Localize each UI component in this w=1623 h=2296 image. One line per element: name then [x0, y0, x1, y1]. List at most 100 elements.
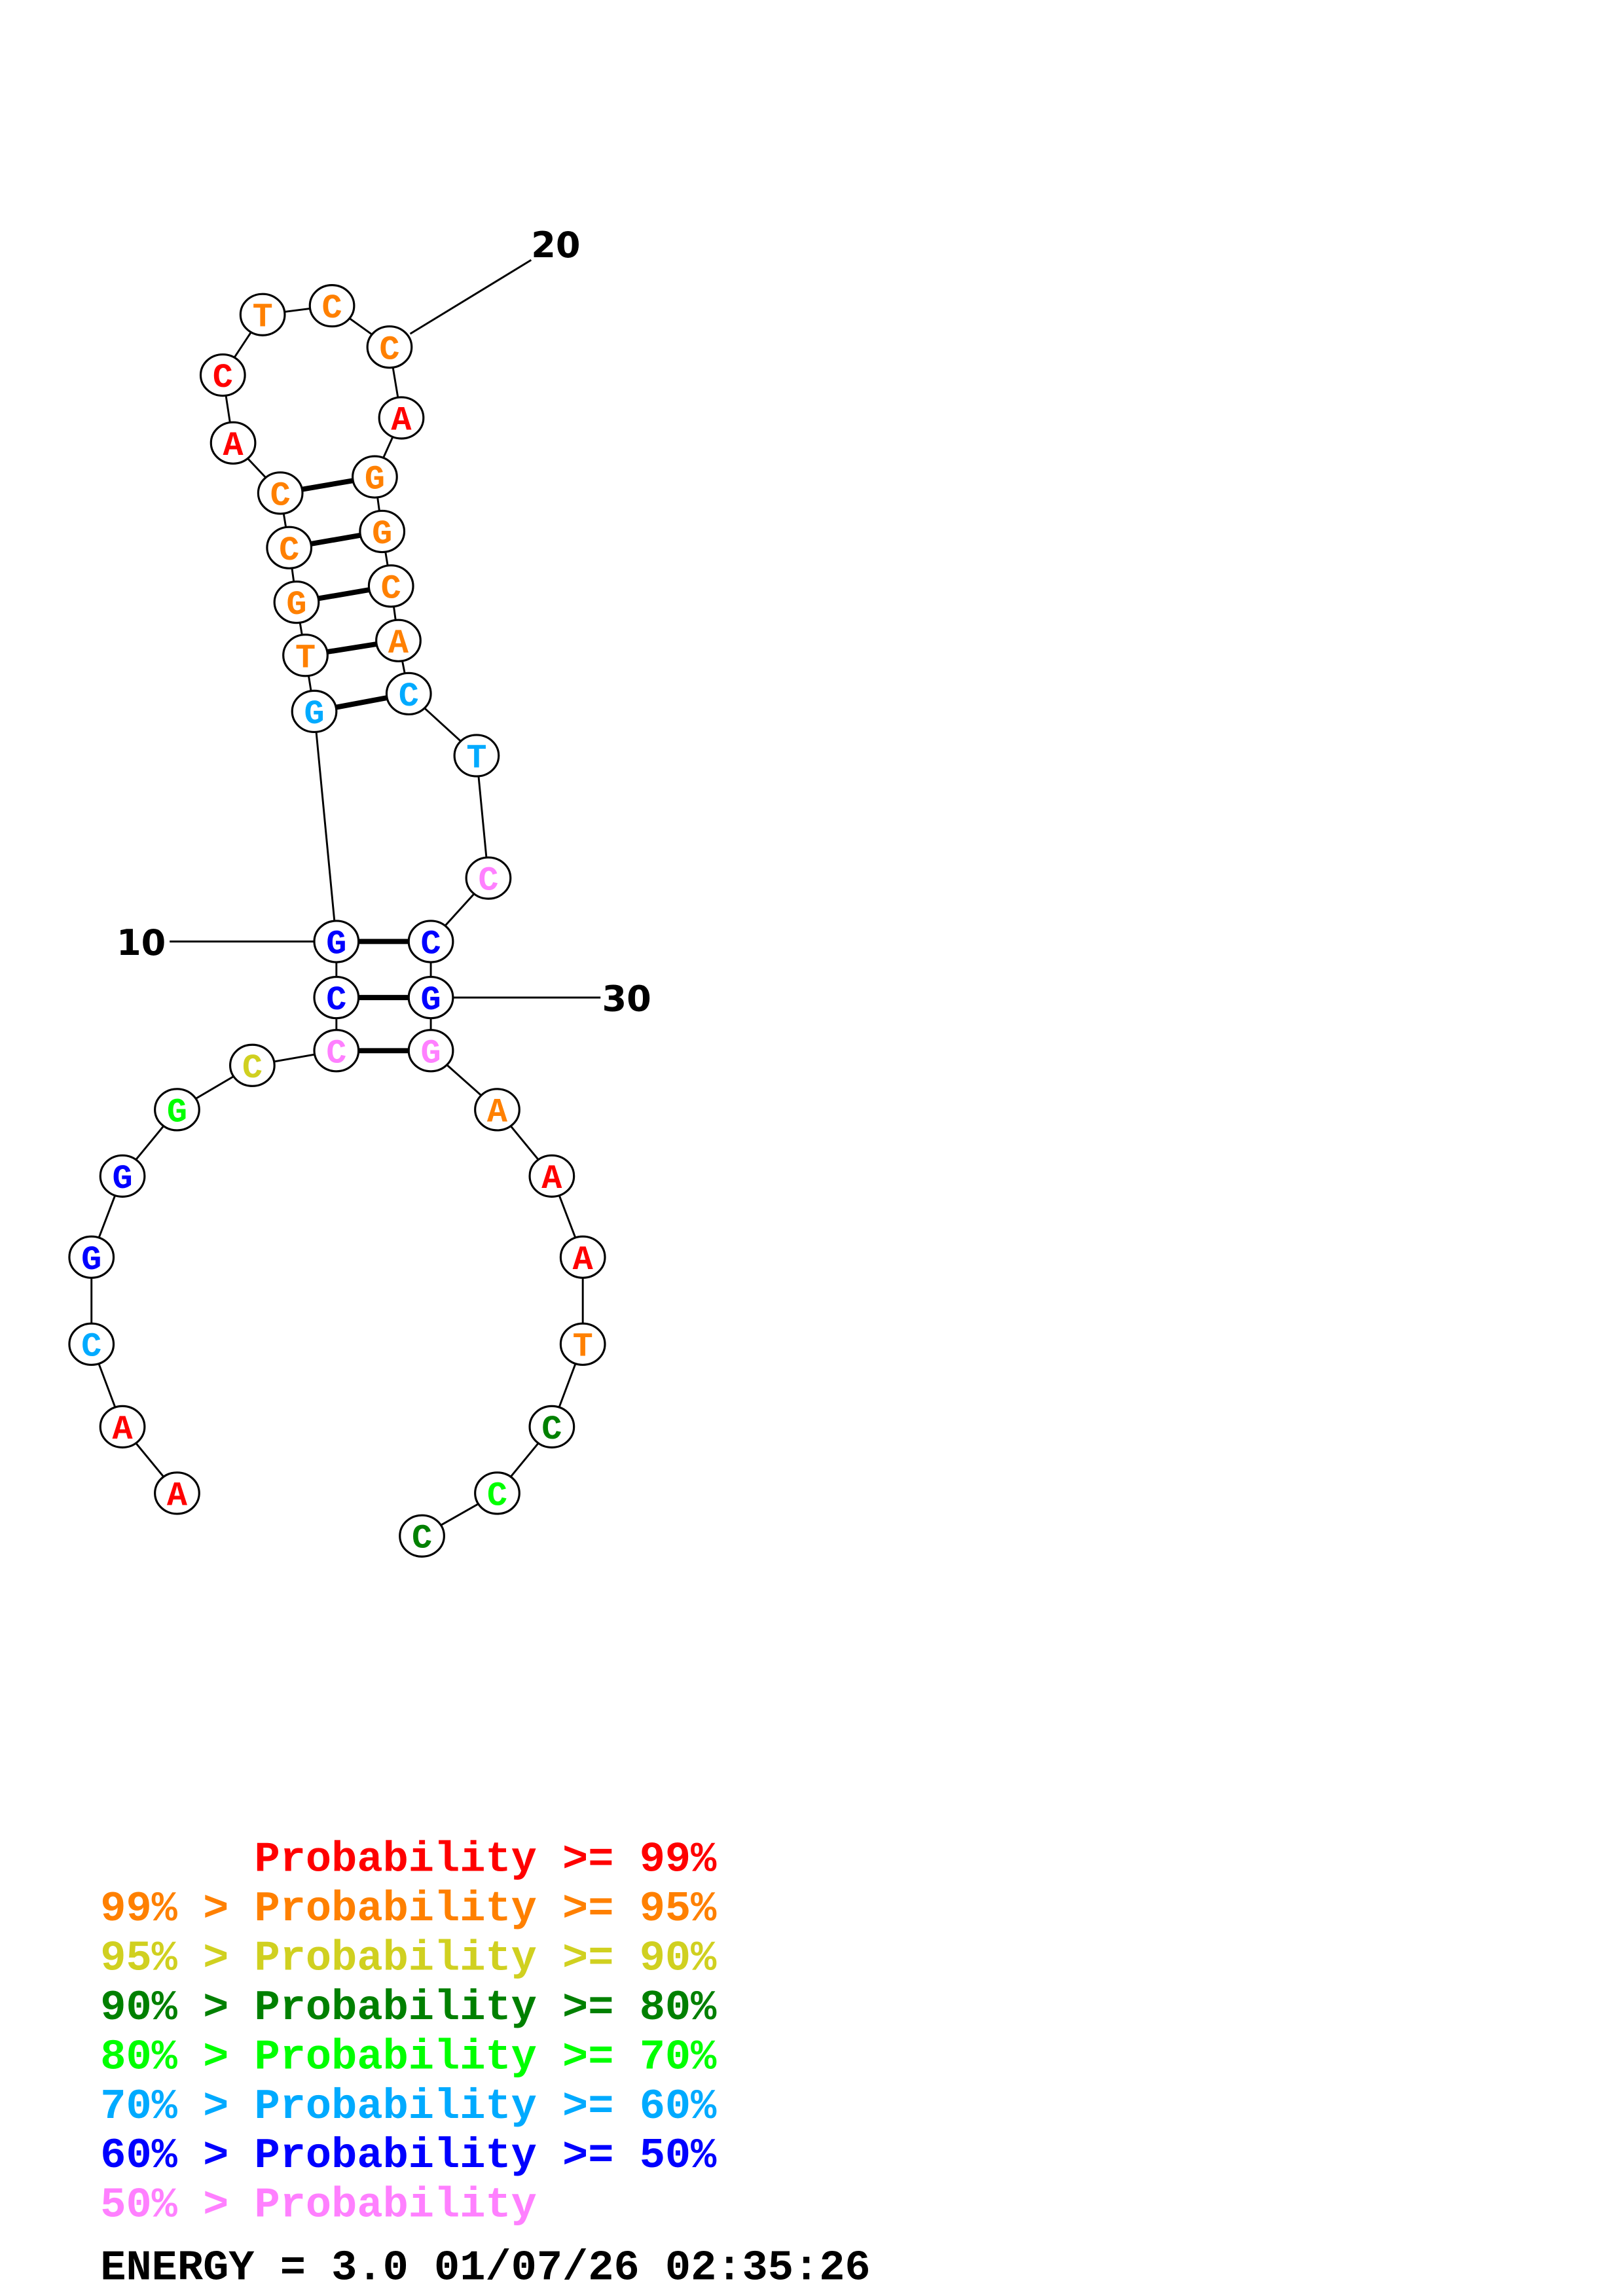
nucleotide-circle	[399, 1514, 445, 1558]
energy-footer: ENERGY = 3.0 01/07/26 02:35:26	[100, 2244, 870, 2293]
nucleotide-circle	[199, 353, 246, 397]
nucleotide-base: C	[242, 1049, 263, 1088]
nucleotide-circle	[291, 689, 338, 734]
nucleotide-circle	[352, 455, 398, 499]
nucleotide-base: G	[421, 1034, 441, 1073]
legend-entry: 60% > Probability >= 50%	[100, 2132, 717, 2180]
nucleotide-base: A	[223, 427, 244, 465]
nucleotide-36: C	[528, 1405, 575, 1449]
nucleotide-circle	[385, 672, 432, 716]
nucleotide-5: G	[99, 1154, 146, 1198]
nucleotide-base: C	[326, 1034, 346, 1073]
nucleotide-circle	[239, 293, 286, 336]
nucleotide-base: C	[487, 1477, 507, 1515]
nucleotide-circle	[257, 471, 304, 515]
nucleotide-base: A	[573, 1241, 594, 1280]
nucleotide-31: G	[407, 1029, 454, 1073]
nucleotide-circle	[367, 564, 414, 608]
nucleotide-20: C	[366, 325, 413, 369]
nucleotide-base: G	[167, 1093, 187, 1132]
nucleotide-8: C	[313, 1029, 360, 1073]
nucleotide-10: G	[313, 920, 360, 964]
index-ticks: 10 20 30	[117, 224, 651, 1020]
nucleotide-base: G	[326, 925, 346, 964]
legend-entry: 70% > Probability >= 60%	[100, 2083, 717, 2131]
legend-entry: 50% > Probability	[100, 2181, 537, 2230]
nucleotide-base: C	[326, 981, 346, 1020]
nucleotide-28: C	[465, 856, 512, 901]
nucleotide-circle	[273, 581, 320, 624]
nucleotide-circle	[474, 1088, 520, 1132]
nucleotide-22: G	[352, 455, 398, 499]
index-label-20: 20	[531, 224, 580, 266]
backbone-link	[313, 711, 338, 942]
nucleotide-21: A	[378, 396, 425, 440]
nucleotide-38: C	[399, 1514, 445, 1558]
legend-entry: 80% > Probability >= 70%	[100, 2033, 717, 2081]
nucleotide-circle	[154, 1471, 200, 1515]
nucleotide-base: C	[412, 1520, 432, 1558]
nucleotide-19: C	[308, 284, 356, 328]
nucleotide-13: G	[273, 581, 320, 624]
nucleotide-base: C	[478, 862, 498, 901]
nucleotide-base: C	[213, 359, 233, 397]
nucleotide-base: C	[270, 476, 291, 515]
nucleotide-25: A	[375, 619, 422, 663]
legend-entry: 99% > Probability >= 95%	[100, 1885, 717, 1933]
nucleotide-27: T	[453, 734, 500, 778]
nucleotide-7: C	[228, 1043, 276, 1088]
nucleotide-11: G	[291, 689, 338, 734]
tick-line-20	[409, 259, 532, 335]
nucleotide-base: C	[81, 1328, 101, 1367]
nucleotide-circle	[528, 1154, 575, 1198]
nucleotide-18: T	[239, 293, 286, 337]
nucleotide-base: T	[295, 639, 316, 677]
legend-entry: Probability >= 99%	[100, 1835, 717, 1884]
nucleotide-base: A	[541, 1160, 562, 1198]
nucleotide-circle	[407, 1029, 454, 1073]
nucleotide-35: T	[559, 1322, 606, 1367]
nucleotide-17: C	[199, 353, 246, 397]
nucleotide-circle	[378, 396, 425, 440]
nucleotide-29: C	[407, 920, 454, 964]
nucleotide-base: C	[399, 677, 419, 716]
nucleotide-9: C	[313, 976, 360, 1020]
nucleotide-base: A	[391, 401, 412, 440]
nucleotide-6: G	[154, 1088, 200, 1132]
nucleotide-base: G	[81, 1241, 101, 1280]
nucleotide-circle	[375, 619, 422, 662]
index-label-30: 30	[602, 978, 651, 1019]
nucleotide-base: C	[322, 289, 342, 328]
nucleotide-23: G	[359, 509, 406, 554]
nucleotide-circle	[559, 1235, 606, 1279]
nucleotide-base: C	[421, 925, 441, 964]
nucleotide-base: A	[388, 624, 409, 663]
nucleotide-circle	[313, 976, 360, 1020]
nucleotide-circle	[210, 421, 257, 465]
nucleotide-base: G	[304, 695, 324, 734]
nucleotide-circle	[359, 509, 406, 554]
nucleotide-circle	[474, 1471, 520, 1515]
nucleotide-base: T	[573, 1328, 593, 1367]
nucleotide-3: C	[68, 1322, 115, 1367]
nucleotide-base: G	[286, 586, 306, 624]
nucleotide-circle	[228, 1043, 276, 1087]
nucleotide-circle	[99, 1405, 146, 1449]
nucleotide-circle	[559, 1322, 606, 1366]
nucleotide-circle	[68, 1235, 115, 1279]
nucleotide-base: G	[372, 515, 392, 554]
probability-legend: Probability >= 99%99% > Probability >= 9…	[100, 1835, 717, 2229]
nucleotide-base: G	[421, 981, 441, 1020]
nucleotide-base: G	[112, 1160, 132, 1198]
nucleotide-circle	[266, 526, 313, 569]
legend-entry: 95% > Probability >= 90%	[100, 1934, 717, 1982]
nucleotide-base: C	[279, 531, 299, 570]
nucleotide-base: C	[379, 331, 399, 369]
nucleotide-base: A	[487, 1093, 508, 1132]
nucleotide-circle	[313, 920, 360, 963]
nucleotide-base: C	[541, 1410, 562, 1449]
nucleotide-base: G	[365, 461, 385, 499]
nucleotide-circle	[154, 1088, 200, 1132]
nucleotide-14: C	[266, 526, 313, 570]
nucleotide-33: A	[528, 1154, 575, 1198]
